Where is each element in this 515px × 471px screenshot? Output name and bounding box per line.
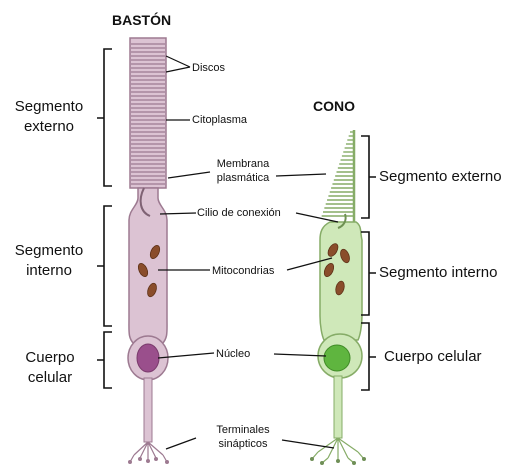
rod-cell — [128, 38, 169, 464]
cytoplasm-label: Citoplasma — [192, 113, 247, 127]
cone-axon — [334, 376, 342, 438]
cilium-leader-cone — [296, 213, 338, 222]
rod-title: BASTÓN — [112, 12, 171, 28]
membrane-leader-rod — [168, 172, 210, 178]
synaptic-leader-cone — [282, 440, 334, 448]
rod-cell-body-label: Cuerpo celular — [10, 348, 90, 388]
mitochondria-label: Mitocondrias — [212, 264, 274, 278]
cone-cell — [310, 130, 366, 465]
cone-outer-segment — [322, 132, 354, 216]
rod-body-bracket — [97, 332, 112, 388]
cone-inner-bracket — [361, 232, 376, 315]
synaptic-leader-rod — [166, 438, 196, 449]
cone-inner-segment-label: Segmento interno — [379, 263, 497, 283]
cone-title: CONO — [313, 98, 355, 114]
synaptic-label: Terminales sinápticos — [206, 423, 280, 451]
rod-inner-bracket — [97, 206, 112, 326]
rod-synaptic-terminals — [130, 442, 167, 462]
leader-lines — [158, 56, 338, 449]
rod-nucleus — [137, 344, 159, 372]
discs-label: Discos — [192, 61, 225, 75]
rod-outer-bracket — [97, 49, 112, 186]
nucleus-label: Núcleo — [216, 347, 250, 361]
cilium-label: Cilio de conexión — [197, 206, 281, 220]
membrane-label: Membrana plasmática — [208, 157, 278, 185]
rod-inner-segment — [129, 188, 167, 344]
rod-axon — [144, 378, 152, 442]
rod-inner-segment-label: Segmento interno — [4, 241, 94, 281]
discs-leader — [166, 56, 190, 72]
cone-body-bracket — [361, 323, 376, 390]
rod-outer-segment-label: Segmento externo — [4, 97, 94, 137]
cone-outer-bracket — [361, 136, 376, 218]
cone-nucleus — [324, 345, 350, 371]
cone-outer-segment-label: Segmento externo — [379, 167, 502, 187]
membrane-leader-cone — [276, 174, 326, 176]
cone-cell-body-label: Cuerpo celular — [384, 347, 482, 367]
